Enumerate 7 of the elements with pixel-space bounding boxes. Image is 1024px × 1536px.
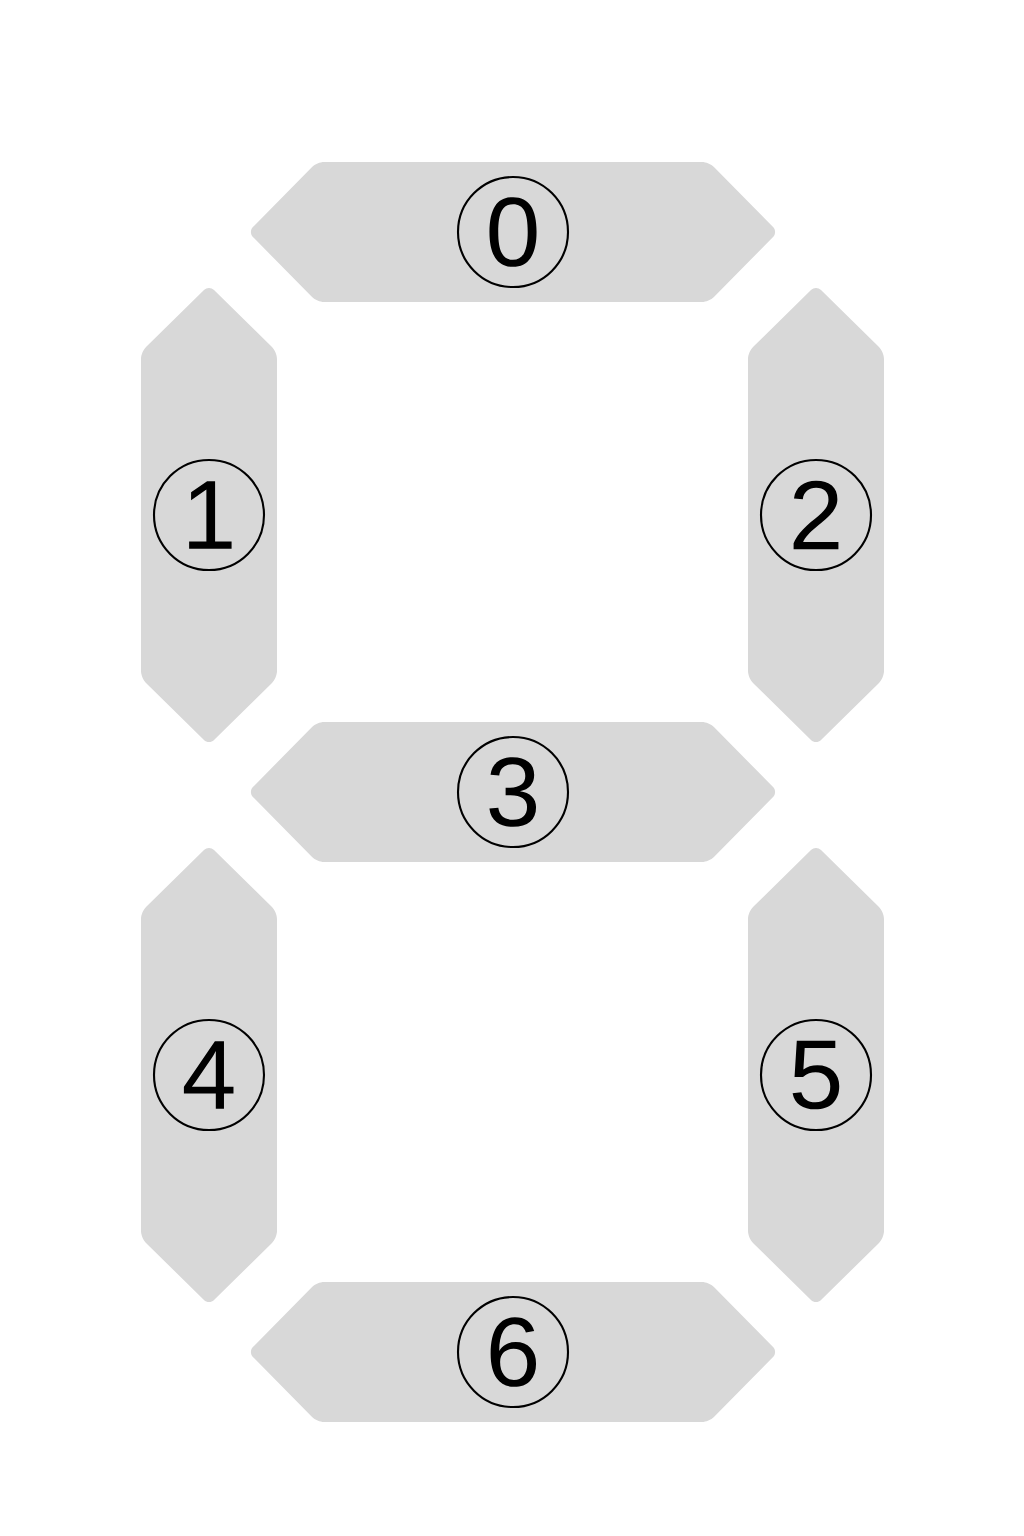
display-segment: 4: [141, 847, 277, 1303]
display-segment: 3: [250, 722, 776, 862]
display-segment: 0: [250, 162, 776, 302]
display-segment: 5: [748, 847, 884, 1303]
display-segment: 2: [748, 287, 884, 743]
display-segment: 6: [250, 1282, 776, 1422]
display-segment: 1: [141, 287, 277, 743]
